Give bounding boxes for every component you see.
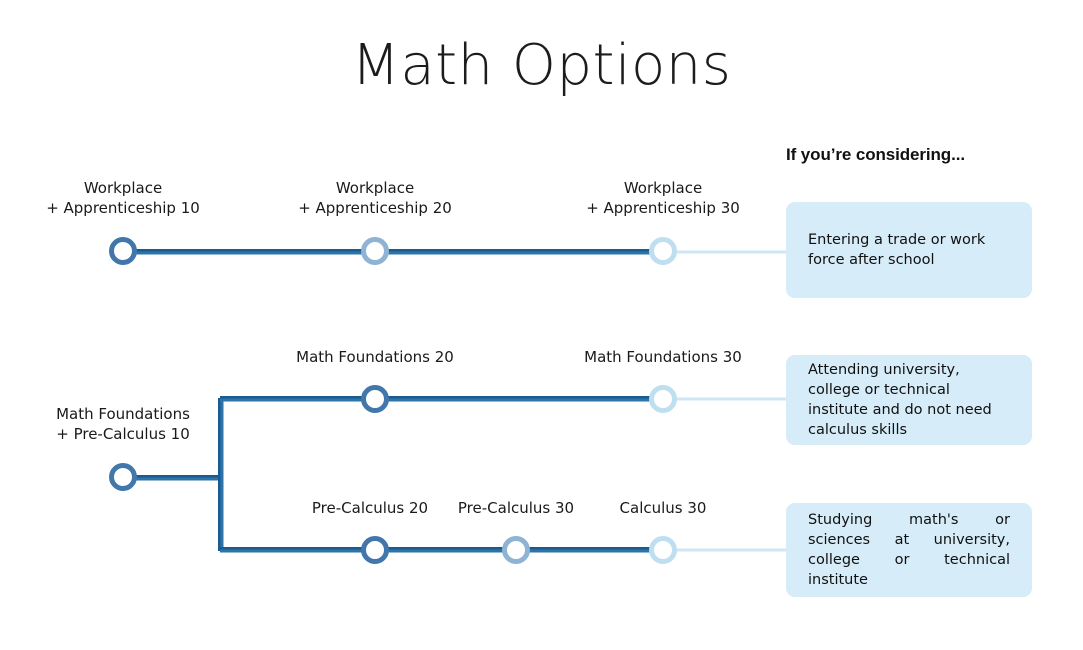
node-workplace-30[interactable]: [649, 237, 677, 265]
label-workplace-30: Workplace + Apprenticeship 30: [586, 179, 740, 217]
outcome-text-foundations: Attending university, college or technic…: [808, 362, 992, 438]
outcome-box-precalculus[interactable]: Studying math's or sciences at universit…: [786, 503, 1032, 597]
node-pre-calculus-30[interactable]: [502, 536, 530, 564]
label-pre-calculus-20: Pre-Calculus 20: [311, 499, 429, 517]
node-pre-calculus-20[interactable]: [361, 536, 389, 564]
node-calculus-30[interactable]: [649, 536, 677, 564]
label-pre-calculus-30: Pre-Calculus 30: [457, 499, 575, 517]
node-workplace-20[interactable]: [361, 237, 389, 265]
node-workplace-10[interactable]: [109, 237, 137, 265]
outcome-box-foundations[interactable]: Attending university, college or technic…: [786, 355, 1032, 445]
node-math-foundations-30[interactable]: [649, 385, 677, 413]
branch-connector: [123, 398, 224, 551]
node-foundations-precalculus-10[interactable]: [109, 463, 137, 491]
precalculus-track-line: [220, 547, 790, 553]
node-math-foundations-20[interactable]: [361, 385, 389, 413]
page-title: Math Options: [351, 33, 732, 98]
label-workplace-10: Workplace + Apprenticeship 10: [46, 179, 200, 217]
label-foundations-precalculus-10: Math Foundations + Pre-Calculus 10: [56, 405, 190, 443]
workplace-track-line: [123, 249, 790, 255]
label-calculus-30: Calculus 30: [619, 499, 707, 517]
foundations-track-line: [220, 396, 790, 402]
considering-header: If you’re considering...: [786, 145, 965, 164]
label-math-foundations-30: Math Foundations 30: [584, 348, 742, 366]
outcome-text-precalculus: Studying math's or sciences at universit…: [808, 512, 1010, 588]
outcome-box-workplace[interactable]: Entering a trade or work force after sch…: [786, 202, 1032, 298]
outcome-text-workplace: Entering a trade or work force after sch…: [808, 232, 986, 268]
label-workplace-20: Workplace + Apprenticeship 20: [298, 179, 452, 217]
label-math-foundations-20: Math Foundations 20: [296, 348, 454, 366]
